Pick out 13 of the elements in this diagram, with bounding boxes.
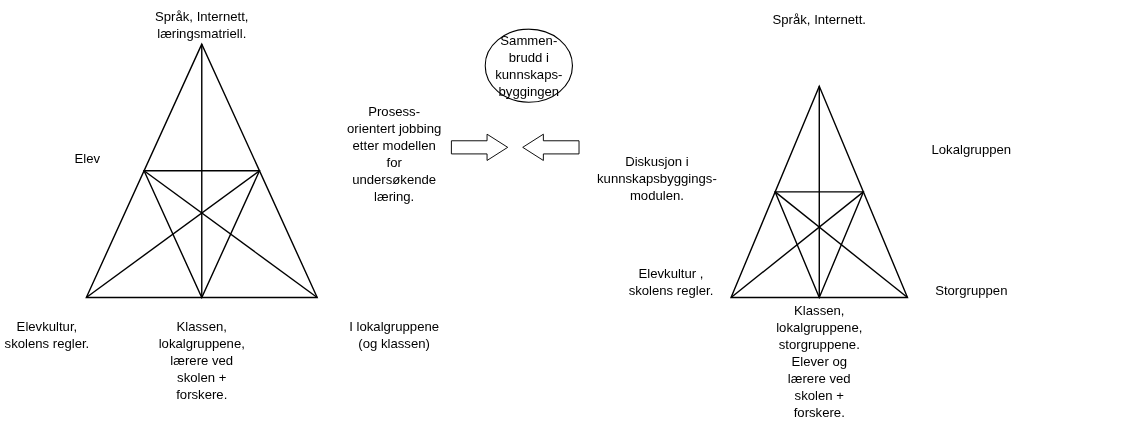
text-label: Storgruppen <box>934 281 1009 299</box>
text-label: Elevkultur , skolens regler. <box>627 264 715 299</box>
text-label: Språk, Internett. <box>771 11 867 29</box>
text-label: I lokalgruppene (og klassen) <box>348 318 441 352</box>
ellipse-node: Sammen-brudd i kunnskaps-byggingen <box>484 28 574 104</box>
text-label: Elev <box>73 150 102 168</box>
text-label: Lokalgruppen <box>930 140 1013 158</box>
text-label: Klassen, lokalgruppene, storgruppene. Elever og lærere ved skolen + forskere. <box>775 302 864 421</box>
text-label: Klassen, lokalgruppene, lærere ved skolen + forskere. <box>157 318 246 403</box>
text-label: Elevkultur, skolens regler. <box>3 318 91 352</box>
text-label: Språk, Internett, læringsmatriell. <box>154 7 250 42</box>
text-label: Diskusjon i kunnskapsbyggings-modulen. <box>596 152 718 204</box>
text-label: Prosess-orientert jobbing etter modellen for undersøkende læring. <box>346 103 443 205</box>
